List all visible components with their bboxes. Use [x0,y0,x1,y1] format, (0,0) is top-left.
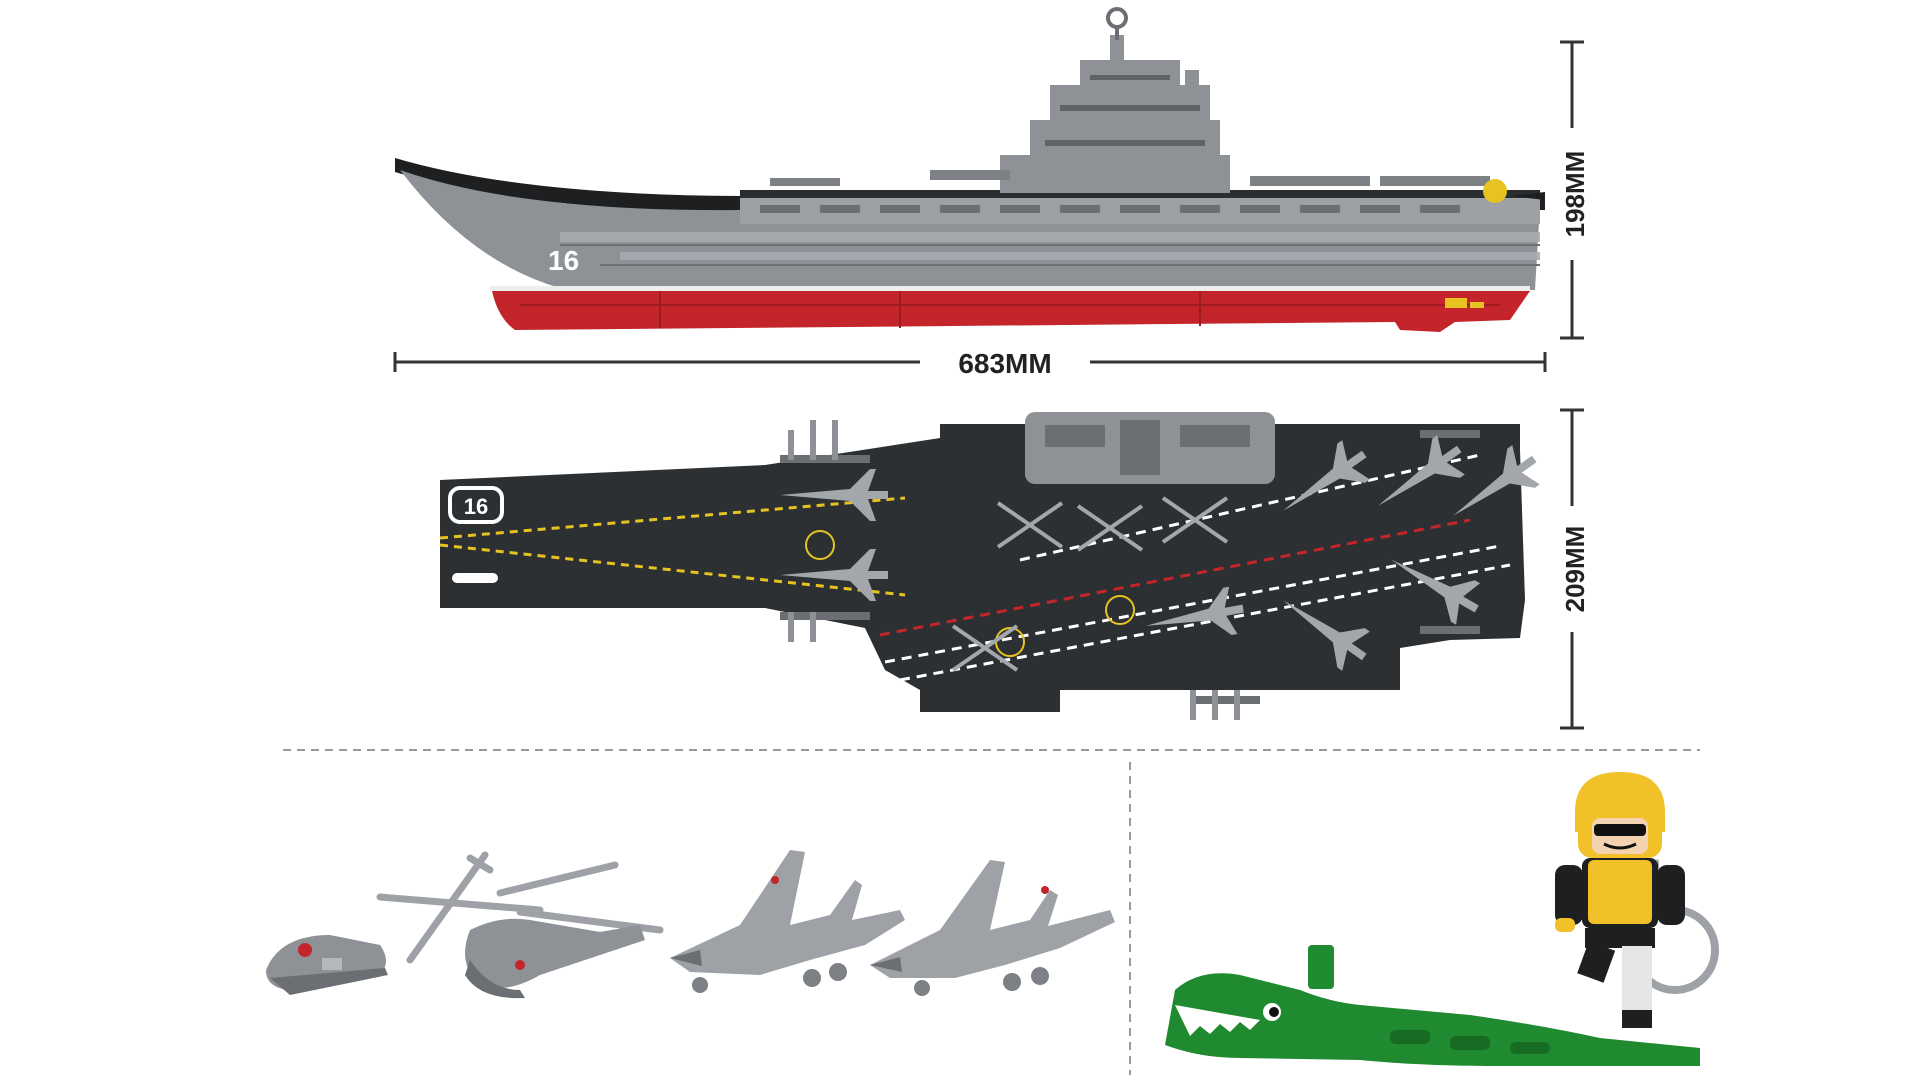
carrier-side-view: 16 [395,7,1545,332]
fighter-jet-icon [870,860,1115,996]
hull-number: 16 [548,245,579,276]
length-label: 683MM [958,348,1051,379]
deck-marking-number: 16 [464,494,488,519]
minifigure-icon [1555,772,1685,1028]
height-label: 198MM [1560,151,1590,238]
crocodile-icon [1165,945,1700,1066]
helicopter-icon [376,851,664,999]
carrier-top-view: 16 [439,412,1540,720]
width-label: 209MM [1560,526,1590,613]
boat-icon [266,935,388,995]
fighter-jet-icon [670,850,905,993]
